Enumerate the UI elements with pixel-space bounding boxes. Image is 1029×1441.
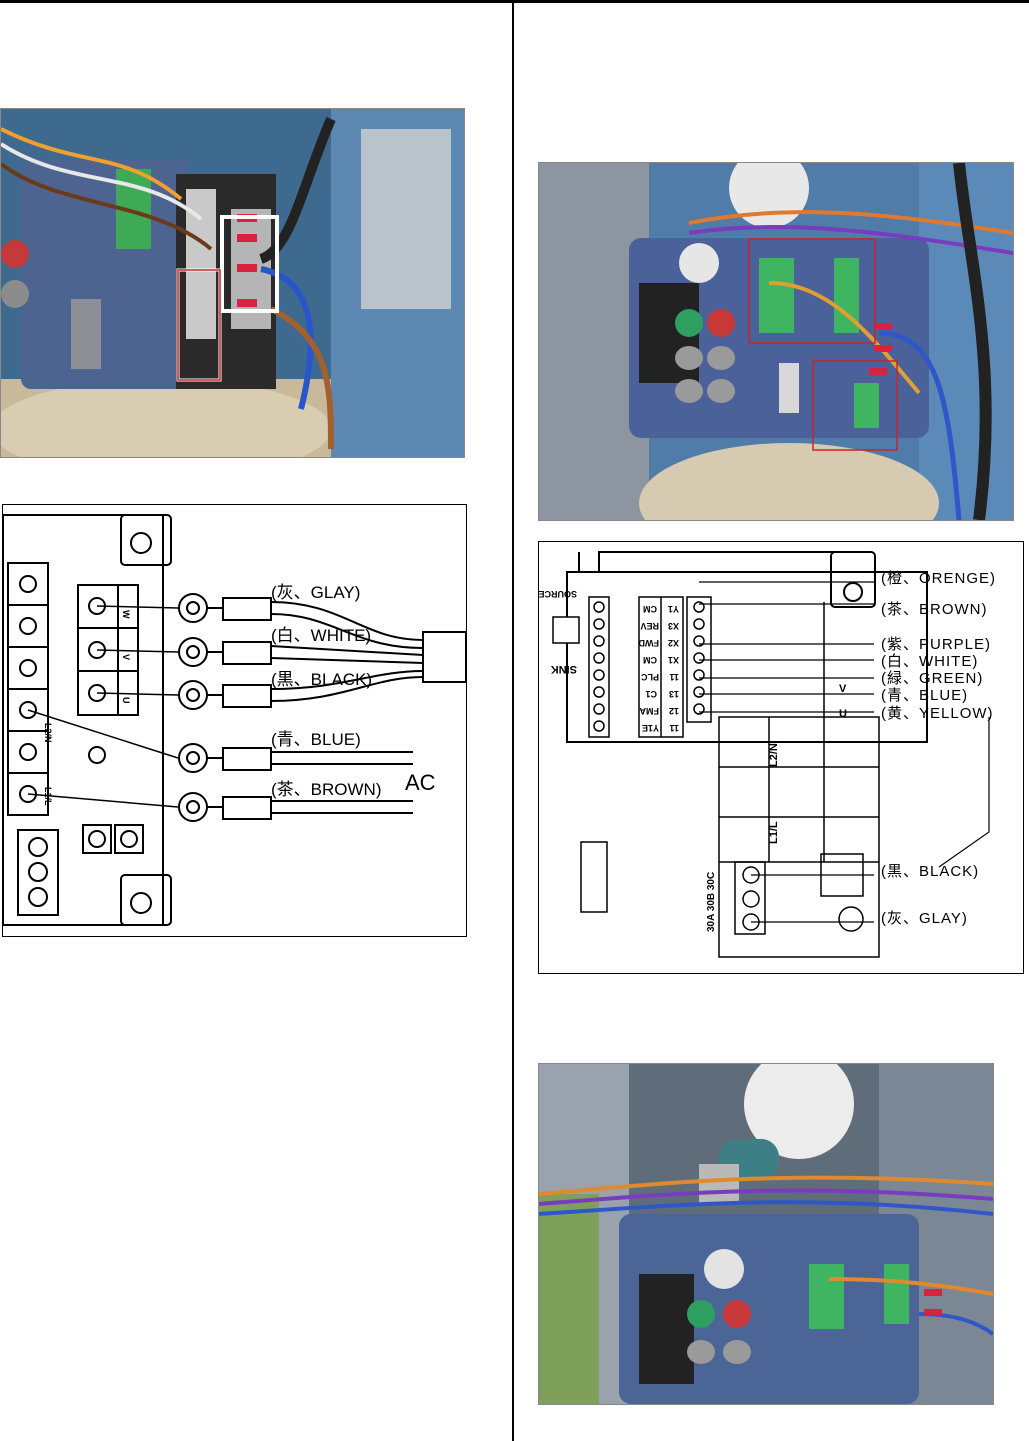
ctrl-term-3: CM (643, 655, 657, 665)
terminal-label-V: V (121, 654, 131, 660)
terminal-label-L1L: L1/L (768, 821, 780, 844)
ctrl-term-13: 13 (669, 689, 679, 699)
wire-label-black: (黒、BLACK) (271, 670, 372, 689)
ctrl-term-4: PLC (640, 672, 659, 682)
ctrl-term-7: Y1E (642, 723, 659, 733)
terminal-label-U: U (839, 708, 847, 720)
column-divider (512, 0, 514, 1441)
ctrl-term-9: X3 (668, 621, 679, 631)
left-terminal-column (7, 562, 49, 816)
wire-label-gray: (灰、GLAY) (271, 583, 360, 602)
ctrl-term-0: CM (643, 604, 657, 614)
ctrl-term-2: FWD (638, 638, 659, 648)
wire-label-blue: (青、BLUE) (881, 687, 968, 704)
terminal-label-U: U (121, 697, 131, 704)
wire-label-yellow: (黄、YELLOW) (881, 705, 994, 722)
wire-label-blue: (青、BLUE) (271, 730, 361, 749)
wire-label-black: (黒、BLACK) (881, 863, 979, 880)
ctrl-term-14: 12 (669, 706, 679, 716)
terminal-label-L2N: L2/N (43, 723, 53, 743)
relay-label: 30A 30B 30C (706, 872, 717, 932)
photo-inverter-control-terminals (538, 162, 1014, 521)
wire-label-brown: (茶、BROWN) (271, 780, 381, 799)
source-label: SOURCE (539, 589, 577, 599)
wire-label-purple: (紫、PURPLE) (881, 636, 991, 653)
sink-label: SINK (551, 663, 577, 675)
diagram-control-terminal-wiring: SOURCE SINK CM REV FWD CM PLC C1 FMA Y1E… (538, 541, 1024, 974)
ctrl-term-5: C1 (645, 689, 657, 699)
photo-inverter-cable-clamp (538, 1063, 994, 1405)
wire-label-white: (白、WHITE) (881, 653, 978, 670)
ctrl-term-1: REV (640, 621, 659, 631)
photo-inverter-main-terminals (0, 108, 465, 458)
wire-label-gray: (灰、GLAY) (881, 910, 968, 927)
ctrl-term-6: FMA (639, 706, 659, 716)
terminal-label-V: V (839, 683, 847, 695)
terminal-label-W: W (121, 610, 131, 619)
ctrl-term-11: X1 (668, 655, 679, 665)
terminal-label-L2N: L2/N (768, 743, 780, 767)
wire-label-orange: (橙、ORENGE) (881, 570, 996, 587)
ctrl-term-10: X2 (668, 638, 679, 648)
diagram-main-terminal-wiring: W V U L2/N L1/L (2, 504, 467, 937)
ctrl-term-15: 11 (669, 723, 679, 733)
wire-label-white: (白、WHITE) (271, 626, 371, 645)
wire-label-brown: (茶、BROWN) (881, 601, 988, 618)
terminal-label-L1L: L1/L (43, 787, 53, 806)
ac-label: AC (405, 770, 436, 795)
top-rule (0, 0, 1029, 3)
ctrl-term-12: 11 (669, 672, 679, 682)
ctrl-term-8: Y1 (668, 604, 679, 614)
wire-label-green: (緑、GREEN) (881, 670, 983, 687)
